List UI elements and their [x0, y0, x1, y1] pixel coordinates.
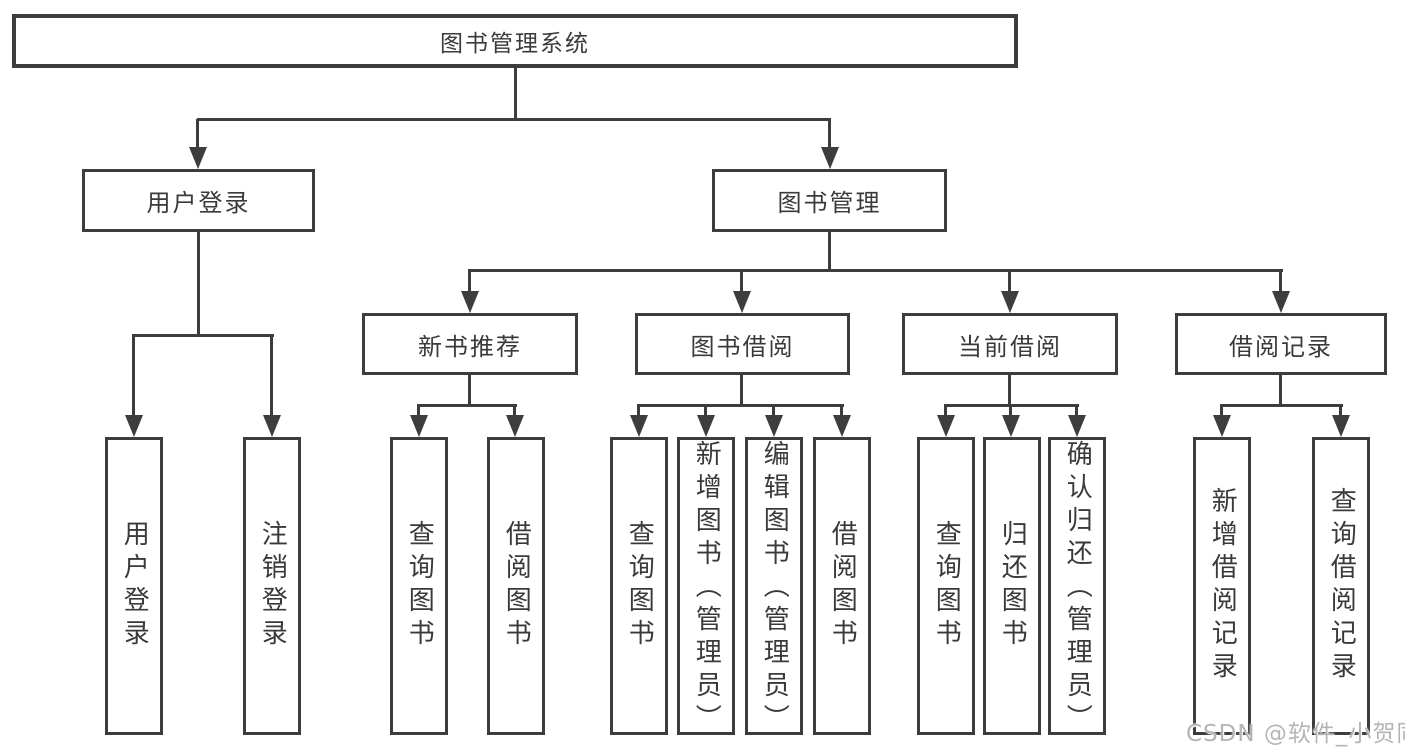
connector-new-book-stem: [468, 375, 471, 406]
arrow-to-leaf-user-login: [125, 335, 143, 437]
arrowhead-icon: [1332, 415, 1350, 437]
connector-book-management-stem: [828, 232, 831, 271]
leaf-query-borrow-record: 查询借阅记录: [1312, 437, 1370, 735]
arrowhead-icon: [263, 415, 281, 437]
connector-current-borrow-stem: [1008, 375, 1011, 406]
connector-borrow-records-bus: [1220, 404, 1343, 407]
arrow-to-borrow-records: [1272, 270, 1290, 313]
arrowhead-icon: [733, 291, 751, 313]
leaf-query-books-3: 查询图书: [917, 437, 975, 735]
node-book-management: 图书管理: [712, 169, 947, 232]
leaf-borrow-books-2: 借阅图书: [813, 437, 871, 735]
arrowhead-icon: [189, 147, 207, 169]
arrowhead-icon: [506, 415, 524, 437]
arrowhead-icon: [1001, 291, 1019, 313]
node-root-library-system: 图书管理系统: [12, 14, 1018, 68]
connector-user-login-bus: [132, 334, 274, 337]
arrow-to-leaf-return-books: [1002, 405, 1020, 437]
connector-user-login-stem: [197, 232, 200, 336]
node-book-borrow: 图书借阅: [635, 313, 850, 375]
leaf-user-login: 用户登录: [105, 437, 163, 735]
arrow-to-leaf-borrow-books-1: [506, 405, 524, 437]
connector-level3-bus: [468, 269, 1283, 272]
csdn-watermark: CSDN @软件_小贺同学: [1186, 721, 1405, 747]
node-new-book-recommend: 新书推荐: [362, 313, 578, 375]
arrowhead-icon: [833, 415, 851, 437]
leaf-return-books: 归还图书: [983, 437, 1041, 735]
arrowhead-icon: [937, 415, 955, 437]
arrow-to-leaf-query-books-2: [630, 405, 648, 437]
arrowhead-icon: [697, 415, 715, 437]
connector-borrow-records-stem: [1279, 375, 1282, 406]
arrowhead-icon: [125, 415, 143, 437]
arrow-to-book-borrow: [733, 270, 751, 313]
connector-level2-bus: [197, 118, 831, 121]
connector-book-borrow-bus: [637, 404, 844, 407]
leaf-query-books-2: 查询图书: [610, 437, 668, 735]
arrow-to-leaf-confirm-return: [1068, 405, 1086, 437]
arrow-to-book-management: [821, 119, 839, 169]
arrow-to-leaf-query-borrow-record: [1332, 405, 1350, 437]
leaf-query-books-1: 查询图书: [390, 437, 448, 735]
arrow-to-new-book-recommend: [461, 270, 479, 313]
node-current-borrow: 当前借阅: [902, 313, 1118, 375]
arrow-to-leaf-logout: [263, 335, 281, 437]
node-user-login: 用户登录: [82, 169, 315, 232]
connector-new-book-bus: [417, 404, 517, 407]
arrow-to-user-login: [189, 119, 207, 169]
arrowhead-icon: [765, 415, 783, 437]
arrow-to-leaf-add-books: [697, 405, 715, 437]
node-borrow-records: 借阅记录: [1175, 313, 1387, 375]
arrowhead-icon: [1068, 415, 1086, 437]
arrow-to-current-borrow: [1001, 270, 1019, 313]
arrowhead-icon: [1002, 415, 1020, 437]
leaf-edit-books-admin: 编辑图书（管理员）: [745, 437, 803, 737]
arrow-to-leaf-query-books-1: [410, 405, 428, 437]
arrowhead-icon: [461, 291, 479, 313]
arrowhead-icon: [410, 415, 428, 437]
arrow-to-leaf-add-borrow-record: [1213, 405, 1231, 437]
leaf-confirm-return-admin: 确认归还（管理员）: [1048, 437, 1106, 737]
connector-book-borrow-stem: [740, 375, 743, 406]
arrowhead-icon: [1213, 415, 1231, 437]
arrow-to-leaf-borrow-books-2: [833, 405, 851, 437]
arrow-to-leaf-edit-books: [765, 405, 783, 437]
arrowhead-icon: [821, 147, 839, 169]
arrow-to-leaf-query-books-3: [937, 405, 955, 437]
leaf-borrow-books-1: 借阅图书: [487, 437, 545, 735]
connector-root-stem: [514, 66, 517, 120]
leaf-logout: 注销登录: [243, 437, 301, 735]
leaf-add-books-admin: 新增图书（管理员）: [677, 437, 735, 737]
leaf-add-borrow-record: 新增借阅记录: [1193, 437, 1251, 735]
arrowhead-icon: [1272, 291, 1290, 313]
arrowhead-icon: [630, 415, 648, 437]
